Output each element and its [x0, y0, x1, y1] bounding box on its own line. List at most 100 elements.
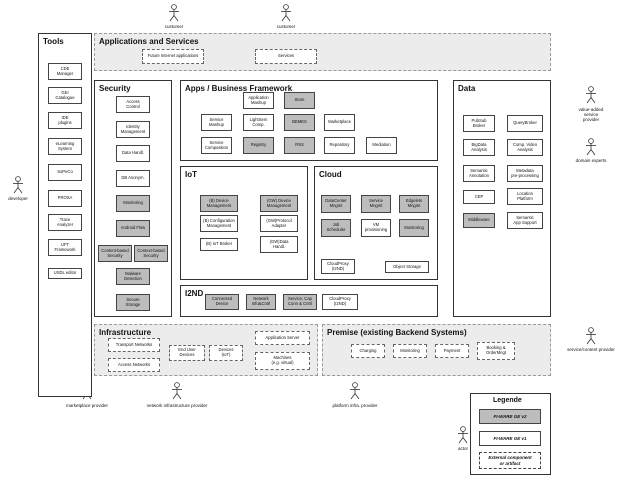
customer-actor-label: customer: [276, 24, 296, 29]
security-title: Security: [99, 84, 131, 93]
cloud-service-mngmt: Service Mngmt: [361, 195, 391, 213]
infra-devices-iot: Devices (IoT): [209, 345, 243, 361]
legend-fiware-ge-v2: FI-WARE GE v2: [479, 409, 541, 424]
i2nd-panel: I2ND Connected Device Network Info&Cntrl…: [180, 285, 438, 317]
app-mashup: Application Mashup: [243, 92, 274, 109]
customer-actor-label: customer: [164, 24, 184, 29]
app-marketplace: Marketplace: [324, 114, 355, 131]
infra-transport-networks: Transport Networks: [108, 338, 160, 352]
generic-actor-icon: [456, 426, 470, 444]
i2nd-title: I2ND: [185, 289, 204, 298]
data-query-broker: QueryBroker: [507, 115, 543, 132]
tools-panel: Tools CDE Manager GEI Catalogue IDE plug…: [38, 33, 92, 397]
tool-trace-analyzer: Trace Analyzer: [48, 214, 82, 231]
data-semantic-annotation: Semantic Annotation: [463, 165, 495, 182]
data-panel: Data PubSub Broker QueryBroker BigData A…: [453, 80, 551, 317]
generic-actor-label: actor: [457, 446, 469, 451]
service-content-provider-label: service/content provider: [567, 347, 615, 352]
iot-b-iot-broker: (B) IoT Broker: [200, 238, 238, 251]
infra-machines: Machines (e.g. virtual): [255, 352, 310, 370]
app-rss: RSS: [284, 137, 315, 154]
tool-gei-catalogue: GEI Catalogue: [48, 87, 82, 104]
i2nd-connected-device: Connected Device: [205, 294, 239, 310]
app-registry: Registry: [243, 137, 274, 154]
app-store: Store: [284, 92, 315, 109]
premise-title: Premise (existing Backend Systems): [327, 328, 467, 337]
tool-cde-manager: CDE Manager: [48, 63, 82, 80]
security-panel: Security Access Control Identity Managem…: [94, 80, 172, 317]
applications-services-title: Applications and Services: [99, 37, 199, 46]
data-semantic-app-support: Semantic App Support: [507, 212, 543, 229]
data-bigdata-analysis: BigData Analysis: [463, 139, 495, 156]
tool-elearning-system: eLearning System: [48, 138, 82, 155]
infra-access-networks: Access Networks: [108, 358, 160, 372]
app-service-composition: Service Composition: [201, 137, 232, 154]
developer-actor-icon: [11, 176, 25, 194]
app-mediation: Mediation: [366, 137, 397, 154]
developer-actor-label: developer: [8, 196, 28, 201]
domain-experts-label: domain experts: [575, 158, 607, 163]
platform-infra-provider-actor-icon: [348, 382, 362, 400]
data-cep: CEP: [463, 190, 495, 204]
cloud-object-storage: Object Storage: [385, 261, 429, 273]
services-box: Services: [255, 49, 317, 64]
tools-title: Tools: [43, 37, 64, 46]
apps-business-framework-panel: Apps / Business Framework Application Ma…: [180, 80, 438, 161]
value-added-provider-actor-icon: [584, 86, 598, 104]
app-repository: Repository: [324, 137, 355, 154]
security-access-control: Access Control: [116, 96, 150, 113]
platform-infra-provider-label: platform infra. provider: [332, 403, 378, 408]
data-title: Data: [458, 84, 476, 93]
iot-gw-data-handl: (GW)Data Handl.: [260, 236, 298, 253]
network-infra-provider-actor-icon: [170, 382, 184, 400]
premise-booking-ordermngt: Booking & OrderMngt: [477, 342, 515, 360]
iot-panel: IoT (B) Device Management (GW) Device Ma…: [180, 166, 308, 280]
premise-monitoring: Monitoring: [393, 344, 427, 358]
infrastructure-title: Infrastructure: [99, 328, 152, 337]
legend-fiware-ge-v1: FI-WARE GE v1: [479, 431, 541, 446]
data-middleware: Middleware: [463, 213, 495, 228]
tool-uft-framework: UFT Framework: [48, 239, 82, 256]
legend-title: Legende: [493, 397, 522, 404]
iot-title: IoT: [185, 170, 197, 179]
customer-actor-icon: [279, 4, 293, 22]
infra-end-user-devices: End User Devices: [169, 345, 205, 361]
premise-charging: Charging: [351, 344, 385, 358]
cloud-edgelets-mngmt: Edgelets Mngmt: [399, 195, 429, 213]
data-metadata-preprocessing: Metadata pre-processing: [507, 165, 543, 182]
security-identity-management: Identity Management: [116, 121, 150, 138]
cloud-panel: Cloud DataCenter Mngmt Service Mngmt Edg…: [314, 166, 438, 280]
iot-b-device-management: (B) Device Management: [200, 195, 238, 212]
security-db-anonym: DB Anonym.: [116, 170, 150, 187]
tool-usdl-editor: USDL editor: [48, 268, 82, 279]
network-infra-provider-label: network infrastructure provider: [146, 403, 208, 408]
iot-gw-device-management: (GW) Device Management: [260, 195, 298, 212]
data-pubsub-broker: PubSub Broker: [463, 115, 495, 132]
data-location-platform: Location Platform: [507, 188, 543, 205]
security-malware-detection: Malware Detection: [116, 268, 150, 285]
premise-payment: Payment: [435, 344, 469, 358]
security-monitoring: Monitoring: [116, 195, 150, 212]
tool-sopeco: SoPeCo: [48, 164, 82, 181]
domain-experts-actor-icon: [584, 138, 598, 156]
cloud-cloudproxy: CloudProxy (I2ND): [321, 259, 355, 274]
value-added-provider-label: value-added service provider: [578, 107, 604, 122]
legend-external-component: External component or artifact: [479, 452, 541, 469]
future-internet-applications: Future Internet applications: [142, 49, 204, 64]
data-comp-video-analysis: Comp. Video Analysis: [507, 139, 543, 156]
security-secure-storage: Secure Storage: [116, 294, 150, 311]
i2nd-service-cap-conn: Service, Cap Conn & Cntrl: [283, 294, 317, 310]
infra-application-server: Application Server: [255, 331, 310, 345]
app-lightsem-comp: LightSem Comp.: [243, 114, 274, 131]
tool-prosa: PROSA: [48, 190, 82, 207]
legend-panel: Legende FI-WARE GE v2 FI-WARE GE v1 Exte…: [470, 393, 551, 475]
marketplace-provider-label: marketplace provider: [65, 403, 109, 408]
app-service-mashup: Service Mashup: [201, 114, 232, 131]
security-context-based: Context-based Security: [134, 245, 168, 262]
premise-panel: Premise (existing Backend Systems) Charg…: [322, 324, 551, 376]
app-bemes: BEMES: [284, 114, 315, 131]
security-android-flow: Android Flow: [116, 220, 150, 237]
security-content-based: Content-based Security: [98, 245, 132, 262]
cloud-monitoring: Monitoring: [399, 219, 429, 237]
cloud-vm-provisioning: VM provisioning: [361, 219, 391, 237]
